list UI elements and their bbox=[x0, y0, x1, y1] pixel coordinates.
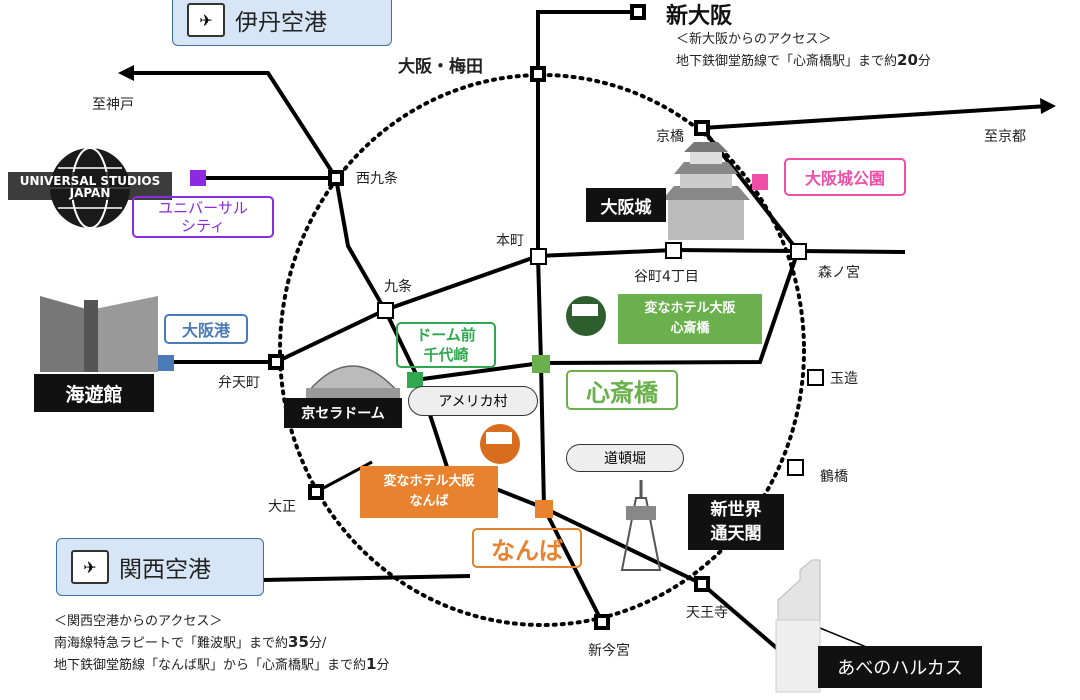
station-tennoji: 天王寺 bbox=[686, 605, 728, 621]
usj-globe-icon bbox=[8, 147, 172, 229]
usj-logo-text: UNIVERSAL STUDIOS JAPAN bbox=[19, 174, 161, 200]
kyoto-arrow bbox=[1040, 98, 1056, 114]
itami-airport-label: 伊丹空港 bbox=[235, 10, 327, 36]
hotel-namba-box: 変なホテル大阪 なんば bbox=[360, 466, 498, 518]
shin-osaka-access-line: 地下鉄御堂筋線で「心斎橋駅」まで約20分 bbox=[676, 51, 931, 69]
nagahori-line bbox=[414, 250, 800, 382]
kyoto-line bbox=[701, 104, 1049, 130]
namba-box: なんば bbox=[472, 528, 582, 568]
station-tanimachi: 谷町4丁目 bbox=[634, 269, 699, 285]
shin-osaka-access-note: ＜新大阪からのアクセス＞ 地下鉄御堂筋線で「心斎橋駅」まで約20分 bbox=[676, 30, 931, 72]
direction-kobe: 至神戸 bbox=[92, 97, 134, 113]
kaiyukan-building bbox=[40, 296, 158, 372]
kaiyukan-label: 海遊館 bbox=[34, 374, 154, 412]
station-nishikujo: 西九条 bbox=[356, 171, 398, 187]
station-kyobashi: 京橋 bbox=[656, 129, 684, 145]
hotel-shinsaibashi-box: 変なホテル大阪 心斎橋 bbox=[618, 294, 762, 344]
airplane-icon: ✈ bbox=[187, 3, 225, 37]
osaka-port-box: 大阪港 bbox=[164, 314, 248, 344]
shinsaibashi-box: 心斎橋 bbox=[566, 370, 678, 410]
osaka-castle-label: 大阪城 bbox=[586, 188, 666, 222]
shinsekai-label: 新世界 通天閣 bbox=[688, 494, 784, 550]
itami-airport-badge: ✈ 伊丹空港 bbox=[172, 0, 392, 46]
airplane-icon: ✈ bbox=[71, 550, 109, 584]
station-shin-osaka: 新大阪 bbox=[666, 4, 733, 29]
kansai-airport-badge: ✈ 関西空港 bbox=[56, 538, 264, 596]
station-tsuruhashi: 鶴橋 bbox=[820, 469, 848, 485]
station-bentencho: 弁天町 bbox=[218, 375, 260, 391]
direction-kyoto: 至京都 bbox=[984, 129, 1026, 145]
station-tamatsukuri: 玉造 bbox=[830, 371, 858, 387]
kyocera-dome-label: 京セラドーム bbox=[284, 398, 402, 428]
nankai-line bbox=[261, 574, 471, 582]
tsutenkaku-tower bbox=[620, 480, 662, 571]
kobe-arrow bbox=[118, 65, 134, 81]
osaka-castle-illustration bbox=[662, 142, 750, 240]
station-morinomiya: 森ノ宮 bbox=[818, 265, 860, 281]
osaka-castle-park-box: 大阪城公園 bbox=[784, 158, 906, 196]
kansai-airport-label: 関西空港 bbox=[119, 557, 211, 583]
kobe-line bbox=[128, 71, 802, 670]
station-taisho: 大正 bbox=[268, 499, 296, 515]
shin-osaka-access-heading: ＜新大阪からのアクセス＞ bbox=[676, 32, 832, 47]
dome-mae-box: ドーム前 千代崎 bbox=[396, 322, 496, 368]
station-shinimamiya: 新今宮 bbox=[588, 643, 630, 659]
kansai-access-line1: 南海線特急ラピートで「難波駅」まで約35分/ bbox=[54, 633, 327, 651]
kansai-access-heading: ＜関西空港からのアクセス＞ bbox=[54, 614, 223, 629]
dotonbori-oval: 道頓堀 bbox=[566, 444, 684, 472]
station-umeda: 大阪・梅田 bbox=[398, 57, 483, 77]
station-kujo: 九条 bbox=[384, 279, 412, 295]
hotel-icon-shinsaibashi bbox=[566, 296, 606, 336]
harukas-building bbox=[775, 559, 821, 693]
america-mura-oval: アメリカ村 bbox=[408, 386, 538, 416]
universal-city-box: ユニバーサル シティ bbox=[132, 196, 274, 238]
station-honmachi: 本町 bbox=[496, 233, 524, 249]
kansai-access-note: ＜関西空港からのアクセス＞ 南海線特急ラピートで「難波駅」まで約35分/ 地下鉄… bbox=[54, 612, 389, 676]
kansai-access-line2: 地下鉄御堂筋線「なんば駅」から「心斎橋駅」まで約1分 bbox=[54, 655, 390, 673]
harukas-label: あべのハルカス bbox=[818, 646, 982, 688]
hotel-icon-namba bbox=[480, 424, 520, 464]
station-markers bbox=[158, 4, 824, 630]
kyocera-dome-illustration bbox=[306, 365, 400, 402]
